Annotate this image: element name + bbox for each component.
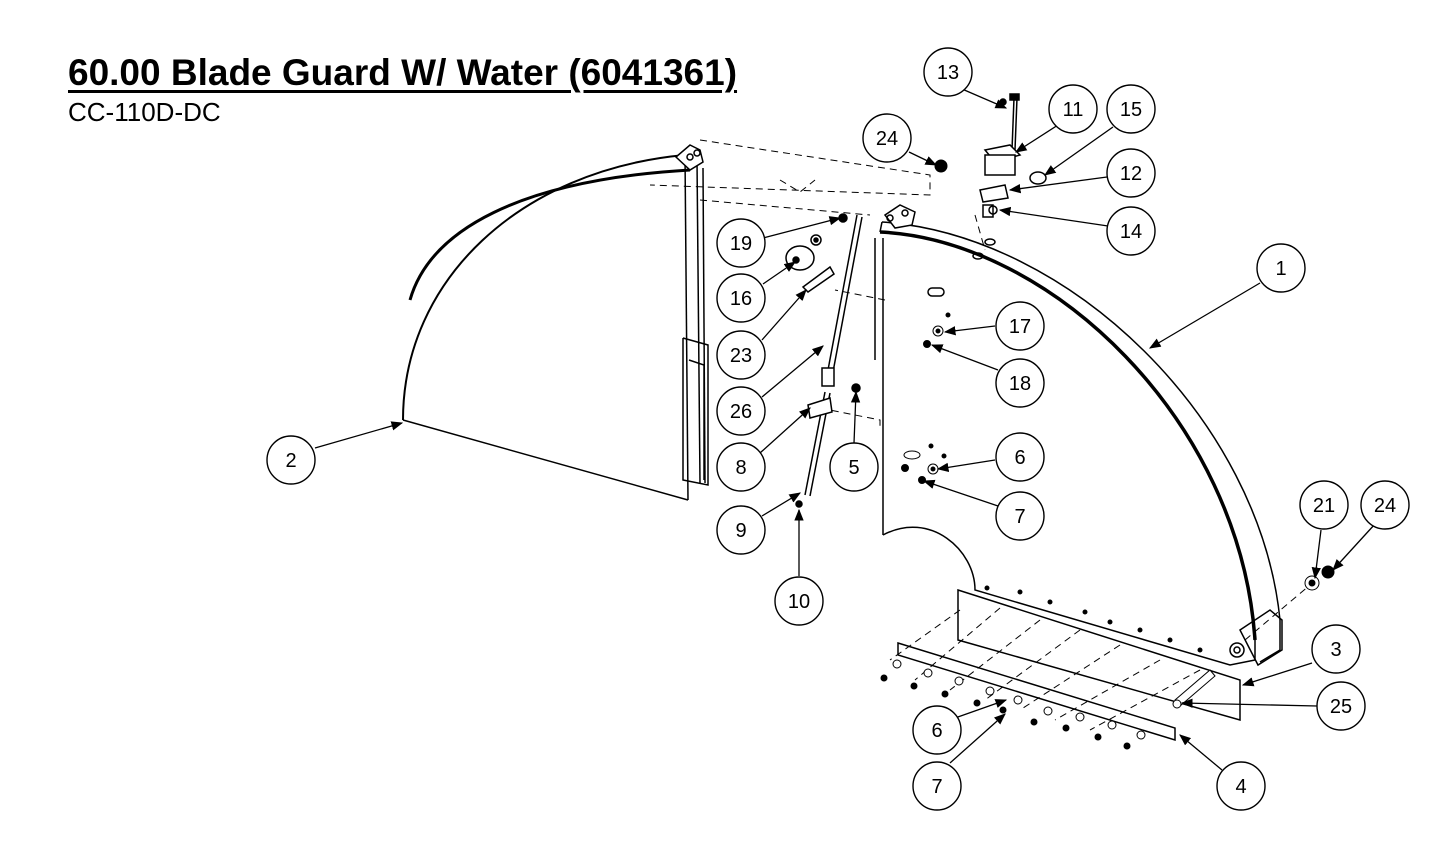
callout-label: 4: [1235, 776, 1246, 798]
strip-fasteners: [880, 585, 1203, 750]
callout-bubble: 7: [912, 761, 962, 811]
callout-bubble: 6: [995, 432, 1045, 482]
callout-label: 10: [788, 591, 810, 613]
callout-bubble: 11: [1048, 84, 1098, 134]
left-guard-half: [402, 144, 709, 501]
callout-label: 19: [730, 233, 752, 255]
callout-label: 25: [1330, 696, 1352, 718]
callout-label: 6: [1014, 447, 1025, 469]
callout-label: 7: [931, 776, 942, 798]
callout-bubble: 24: [862, 113, 912, 163]
callout-bubble: 3: [1311, 624, 1361, 674]
callout-label: 14: [1120, 221, 1142, 243]
callout-bubble: 10: [774, 576, 824, 626]
callout-bubble: 15: [1106, 84, 1156, 134]
callout-bubble: 16: [716, 273, 766, 323]
bottom-strips: [897, 588, 1241, 742]
callout-bubble: 9: [716, 505, 766, 555]
callout-bubble: 5: [829, 442, 879, 492]
callout-label: 24: [1374, 495, 1396, 517]
callout-bubble: 26: [716, 386, 766, 436]
callout-label: 9: [735, 520, 746, 542]
callout-bubbles: 13 11 15 24 12 14 19 1 16 17 23 18 26 2 …: [266, 47, 1410, 811]
callout-label: 17: [1009, 316, 1031, 338]
callout-label: 16: [730, 288, 752, 310]
callout-label: 15: [1120, 99, 1142, 121]
callout-bubble: 2: [266, 435, 316, 485]
callout-bubble: 24: [1360, 480, 1410, 530]
callout-bubble: 14: [1106, 206, 1156, 256]
callout-bubble: 12: [1106, 148, 1156, 198]
callout-bubble: 17: [995, 301, 1045, 351]
callout-bubble: 7: [995, 491, 1045, 541]
callout-label: 23: [730, 345, 752, 367]
diagram-title: 60.00 Blade Guard W/ Water (6041361): [68, 52, 738, 93]
callout-bubble: 6: [912, 705, 962, 755]
callout-label: 11: [1063, 99, 1084, 121]
right-guard-half: [874, 204, 1283, 667]
callout-label: 6: [931, 720, 942, 742]
callout-label: 5: [848, 457, 859, 479]
callout-label: 12: [1120, 163, 1142, 185]
callout-label: 8: [735, 457, 746, 479]
callout-bubble: 13: [923, 47, 973, 97]
leader-lines: [314, 88, 1376, 771]
callout-bubble: 23: [716, 330, 766, 380]
model-number: CC-110D-DC: [68, 97, 221, 127]
callout-bubble: 21: [1299, 480, 1349, 530]
callout-label: 18: [1009, 373, 1031, 395]
callout-bubble: 18: [995, 358, 1045, 408]
callout-label: 1: [1275, 258, 1286, 280]
callout-bubble: 25: [1316, 681, 1366, 731]
callout-bubble: 19: [716, 218, 766, 268]
callout-label: 2: [285, 450, 296, 472]
callout-label: 24: [876, 128, 898, 150]
water-rod-assembly: [785, 213, 863, 508]
valve-fittings: [972, 93, 1047, 260]
callout-bubble: 4: [1216, 761, 1266, 811]
callout-label: 21: [1313, 495, 1335, 517]
callout-bubble: 8: [716, 442, 766, 492]
callout-bubble: 1: [1256, 243, 1306, 293]
callout-label: 7: [1014, 506, 1025, 528]
callout-label: 26: [730, 401, 752, 423]
callout-label: 13: [937, 62, 959, 84]
callout-label: 3: [1330, 639, 1341, 661]
